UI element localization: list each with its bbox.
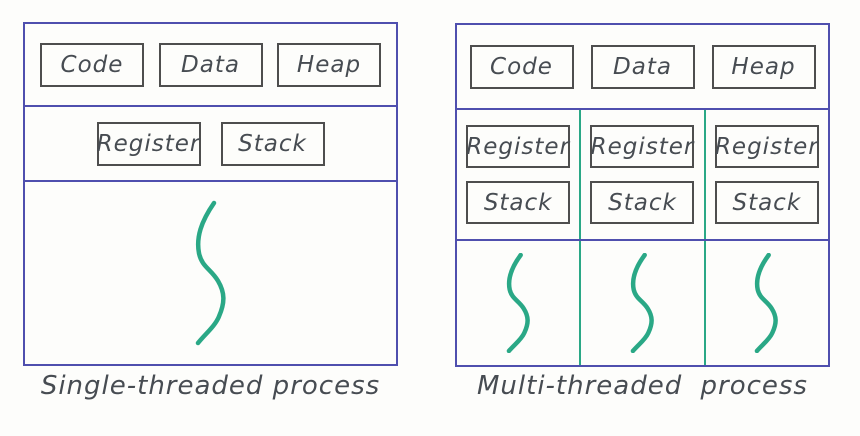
- thread-3-context: Register Stack: [706, 110, 828, 239]
- thread-area: [25, 182, 396, 364]
- register-box: Register: [590, 125, 695, 168]
- data-box: Data: [590, 44, 695, 89]
- process-memory-row: Code Data Heap: [457, 25, 828, 110]
- heap-box: Heap: [711, 44, 816, 89]
- single-threaded-caption: Single-threaded process: [40, 371, 381, 401]
- thread-squiggle-icon: [630, 253, 655, 353]
- stack-box: Stack: [714, 181, 819, 224]
- stack-box: Stack: [466, 181, 571, 224]
- multi-threaded-process-box: Code Data Heap Register Stack Register S…: [455, 23, 830, 367]
- single-threaded-process-box: Code Data Heap Register Stack: [23, 22, 398, 366]
- register-box: Register: [96, 121, 201, 166]
- process-memory-row: Code Data Heap: [25, 24, 396, 107]
- data-box: Data: [158, 42, 263, 87]
- thread-1-cell: [457, 241, 582, 365]
- code-box: Code: [469, 44, 574, 89]
- register-box: Register: [714, 125, 819, 168]
- thread-2-context: Register Stack: [581, 110, 706, 239]
- thread-context-row: Register Stack Register Stack Register S…: [457, 110, 828, 241]
- multi-threaded-caption: Multi-threaded process: [477, 371, 808, 401]
- thread-3-cell: [706, 241, 828, 365]
- thread-squiggle-icon: [754, 253, 779, 353]
- thread-context-row: Register Stack: [25, 107, 396, 182]
- code-box: Code: [40, 42, 144, 87]
- thread-squiggle-icon: [195, 200, 226, 346]
- thread-2-cell: [581, 241, 706, 365]
- register-box: Register: [466, 125, 571, 168]
- thread-area: [457, 241, 828, 365]
- thread-1-context: Register Stack: [457, 110, 582, 239]
- stack-box: Stack: [220, 121, 325, 166]
- heap-box: Heap: [277, 42, 381, 87]
- stack-box: Stack: [590, 181, 695, 224]
- thread-squiggle-icon: [506, 253, 531, 353]
